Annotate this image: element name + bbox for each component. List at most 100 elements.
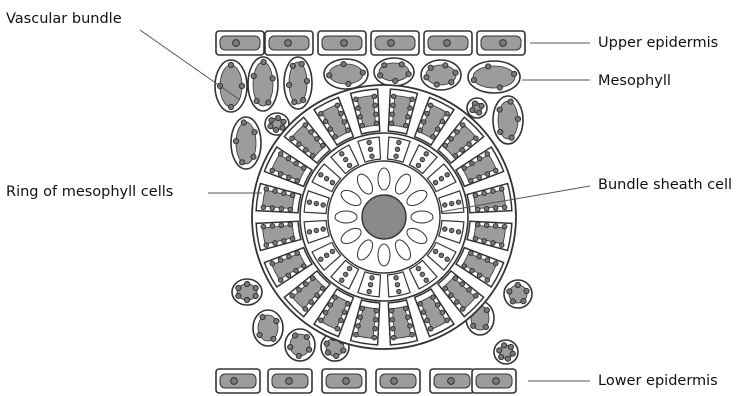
chloroplast — [346, 301, 351, 306]
chloroplast — [324, 253, 328, 257]
chloroplast — [435, 127, 440, 132]
chloroplast — [346, 81, 351, 86]
chloroplast — [328, 303, 333, 308]
chloroplast — [491, 189, 496, 194]
chloroplast — [304, 334, 309, 339]
chloroplast — [420, 272, 424, 276]
chloroplast — [299, 61, 304, 66]
chloroplast — [455, 130, 460, 135]
chloroplast — [368, 282, 372, 286]
chloroplast — [286, 273, 291, 278]
lower-epidermis-row — [216, 369, 516, 393]
chloroplast — [406, 115, 411, 120]
chloroplast — [471, 323, 476, 328]
chloroplast — [456, 200, 460, 204]
chloroplast — [346, 128, 351, 133]
chloroplast — [391, 326, 396, 331]
chloroplast — [397, 140, 401, 144]
label-ring-of-mesophyll-cells: Ring of mesophyll cells — [6, 183, 173, 201]
chloroplast — [431, 134, 436, 139]
mesophyll-cell — [374, 58, 414, 86]
chloroplast — [341, 348, 346, 353]
chloroplast — [328, 127, 333, 132]
chloroplast — [501, 343, 506, 348]
chloroplast — [474, 293, 479, 298]
chloroplast — [443, 286, 448, 291]
chloroplast — [428, 326, 433, 331]
chloroplast — [319, 257, 323, 261]
chloroplast — [410, 97, 415, 102]
chloroplast — [470, 161, 475, 166]
epidermis-cell — [430, 369, 474, 393]
chloroplast — [315, 136, 320, 141]
chloroplast — [233, 40, 240, 47]
chloroplast — [254, 98, 259, 103]
vascular-bundle — [328, 161, 440, 273]
epidermis-cell — [265, 31, 313, 55]
chloroplast — [325, 350, 330, 355]
chloroplast — [273, 241, 278, 246]
chloroplast — [395, 147, 399, 151]
chloroplast — [467, 142, 472, 147]
chloroplast — [453, 276, 458, 281]
chloroplast — [424, 75, 429, 80]
epidermis-cell — [216, 369, 260, 393]
chloroplast — [342, 310, 347, 315]
chloroplast — [453, 154, 458, 159]
chloroplast — [334, 353, 339, 358]
chloroplast — [509, 135, 514, 140]
chloroplast — [497, 348, 502, 353]
chloroplast — [270, 224, 275, 229]
chloroplast — [378, 73, 383, 78]
chloroplast — [343, 157, 347, 161]
chloroplast — [493, 168, 498, 173]
chloroplast — [476, 110, 481, 115]
chloroplast — [319, 111, 324, 116]
chloroplast — [390, 112, 395, 117]
chloroplast — [445, 111, 450, 116]
cytoplasm — [380, 374, 416, 388]
chloroplast — [462, 166, 467, 171]
chloroplast — [521, 299, 526, 304]
chloroplast — [273, 127, 278, 132]
chloroplast — [287, 175, 292, 180]
chloroplast — [354, 97, 359, 102]
chloroplast — [493, 224, 498, 229]
chloroplast — [410, 332, 415, 337]
chloroplast — [499, 354, 504, 359]
mesophyll-cell — [248, 57, 278, 111]
chloroplast — [370, 276, 374, 280]
chloroplast — [445, 318, 450, 323]
chloroplast — [515, 282, 520, 287]
chloroplast — [270, 261, 275, 266]
chloroplast — [341, 40, 348, 47]
chloroplast — [294, 268, 299, 273]
chloroplast — [228, 104, 233, 109]
chloroplast — [428, 65, 433, 70]
chloroplast — [273, 189, 278, 194]
chloroplast — [420, 157, 424, 161]
chloroplast — [449, 80, 454, 85]
cell-drawings — [215, 31, 532, 393]
chloroplast — [508, 344, 513, 349]
chloroplast — [358, 315, 363, 320]
mesophyll-cell — [494, 340, 518, 364]
chloroplast — [286, 378, 293, 385]
chloroplast — [479, 103, 484, 108]
chloroplast — [290, 136, 295, 141]
chloroplast — [443, 227, 447, 231]
chloroplast — [510, 351, 515, 356]
chloroplast — [282, 239, 287, 244]
chloroplast — [275, 115, 280, 120]
mesophyll-cell — [504, 280, 532, 308]
chloroplast — [314, 201, 318, 205]
chloroplast — [303, 148, 308, 153]
chloroplast — [301, 166, 306, 171]
chloroplast — [293, 333, 298, 338]
chloroplast — [324, 341, 329, 346]
chloroplast — [418, 301, 423, 306]
chloroplast — [475, 222, 480, 227]
chloroplast — [484, 308, 489, 313]
chloroplast — [440, 310, 445, 315]
chloroplast — [467, 288, 472, 293]
